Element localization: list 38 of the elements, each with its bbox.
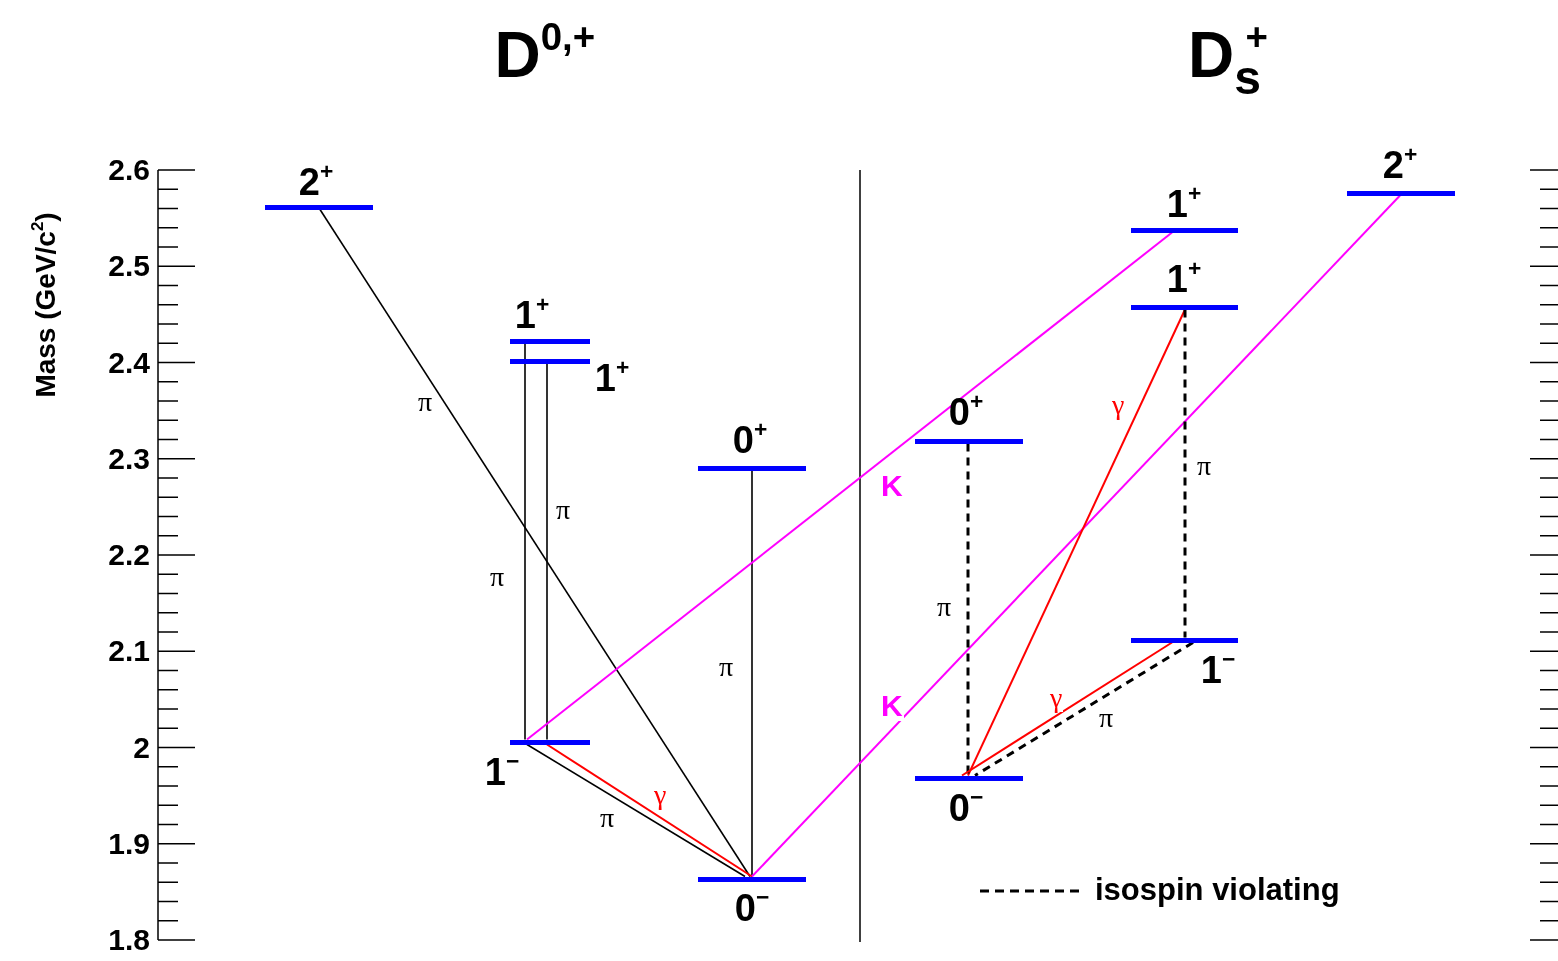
tick-label: 1.9: [107, 828, 150, 859]
transition-line: [319, 208, 751, 878]
legend-label: isospin violating: [1095, 872, 1340, 908]
transition-line: [751, 194, 1401, 878]
spin-parity-label: 1$^{+}$: [1165, 259, 1203, 299]
column-heading: D$^{0,+}$: [494, 20, 596, 90]
transition-line: [1183, 309, 1187, 638]
tick-label: 1.8: [107, 925, 150, 955]
spin-parity-label: 1$^{+}$: [593, 358, 631, 398]
transition-line: [751, 469, 753, 878]
spin-parity-label: 1$^{+}$: [1165, 184, 1203, 224]
tick-label: 2.4: [107, 347, 150, 378]
energy-level: [1131, 259, 1238, 310]
transition-line: [967, 308, 1186, 777]
tick-label: 2.3: [107, 443, 150, 474]
tick-label: 2.6: [107, 155, 150, 185]
transition-line: [966, 443, 970, 776]
transition-line: [546, 362, 548, 741]
energy-level: [265, 162, 373, 210]
tick-label: 2.1: [107, 636, 150, 667]
spin-parity-label: 1$^{−}$: [1199, 650, 1237, 690]
energy-level: [1131, 184, 1238, 233]
spin-parity-label: 1$^{−}$: [483, 752, 521, 792]
tick-label: 2.2: [107, 540, 150, 570]
spin-parity-label: 1$^{+}$: [513, 295, 551, 335]
spin-parity-label: 0$^{−}$: [947, 788, 985, 828]
energy-level: [698, 420, 806, 471]
transition-line: [526, 231, 1173, 741]
spin-parity-label: 0$^{+}$: [947, 392, 985, 432]
energy-level: [915, 392, 1023, 444]
transition-line: [524, 342, 526, 741]
tick-label: 2.5: [107, 251, 150, 282]
spin-parity-label: 0$^{−}$: [733, 888, 771, 928]
spin-parity-label: 2$^{+}$: [297, 162, 335, 202]
tick-label: 2: [132, 732, 150, 763]
spin-parity-label: 0$^{+}$: [731, 420, 769, 460]
spin-parity-label: 2$^{+}$: [1381, 145, 1419, 185]
energy-level: [1347, 145, 1455, 196]
